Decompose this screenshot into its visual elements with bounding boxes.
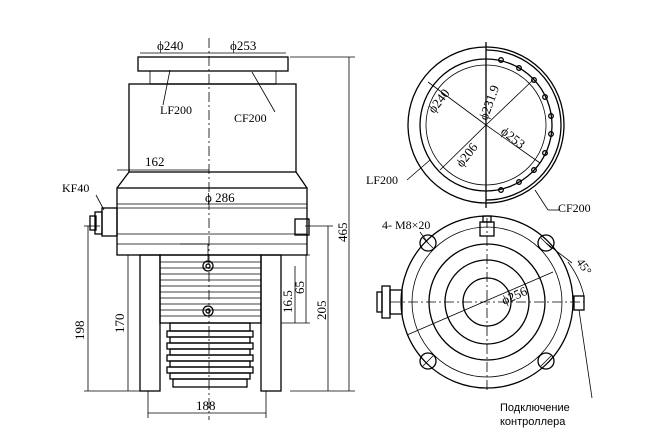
bottom-controller-port: [573, 295, 585, 311]
top-cf200-label: CF200: [558, 201, 591, 215]
controller-connection-label-2: контроллера: [500, 416, 566, 428]
controller-port-side: [294, 218, 310, 236]
side-cf200-label: CF200: [234, 111, 267, 125]
side-d286-label: ϕ 286: [205, 190, 235, 205]
bottom-view: 4- M8×20 45° ϕ256 Подключение контроллер…: [376, 215, 595, 428]
side-d240-label: ϕ240: [157, 38, 183, 53]
side-h170-label: 170: [112, 314, 127, 334]
side-w188-label: 188: [196, 398, 216, 413]
top-d253-label: ϕ253: [498, 124, 528, 152]
cf-bolt-holes: [498, 57, 554, 193]
m8-holes-label: 4- M8×20: [382, 218, 430, 232]
left-leg: [139, 254, 161, 392]
right-leg: [260, 254, 282, 392]
controller-connection-label-1: Подключение: [500, 402, 570, 414]
kf40-port: [101, 207, 118, 237]
screw-upper: [202, 260, 214, 272]
side-h205-label: 205: [314, 301, 329, 321]
side-view: ϕ240 ϕ253 LF200 CF200 162 KF40 ϕ 286 465…: [62, 38, 355, 420]
screw-lower: [202, 305, 214, 317]
angle-45-label: 45°: [574, 256, 595, 278]
top-flange: [137, 56, 289, 72]
upper-body: [128, 83, 297, 173]
top-view: ϕ240 ϕ231.9 ϕ206 ϕ253 LF200 CF200: [366, 42, 591, 215]
bottom-d256-label: ϕ256: [499, 283, 530, 308]
top-d240-label: ϕ240: [425, 86, 453, 116]
side-h465-label: 465: [335, 223, 350, 243]
top-d231-9-label: ϕ231.9: [476, 83, 502, 122]
kf40-label: KF40: [62, 181, 89, 195]
side-h198-label: 198: [72, 321, 87, 341]
side-d253-label: ϕ253: [230, 38, 256, 53]
side-w162-label: 162: [145, 154, 165, 169]
side-h65-label: 65: [292, 281, 307, 294]
side-h16-5-label: 16.5: [280, 290, 295, 313]
top-lf200-label: LF200: [366, 173, 398, 187]
top-d206-label: ϕ206: [453, 139, 481, 169]
bellows: [166, 330, 254, 388]
side-lf200-label: LF200: [160, 103, 192, 117]
